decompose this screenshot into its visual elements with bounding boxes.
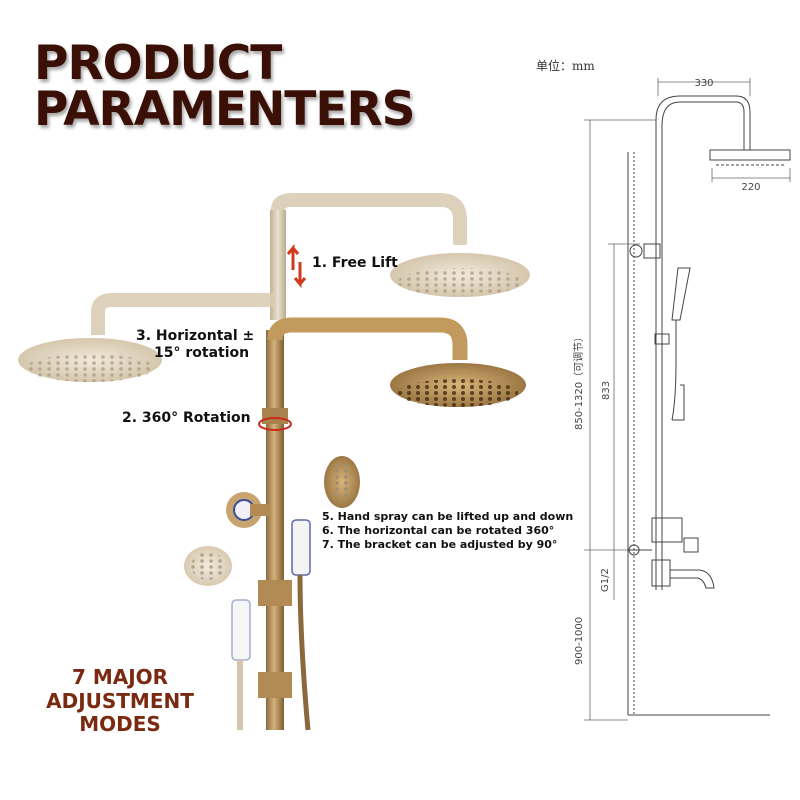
hand-spray-ghost (184, 546, 251, 730)
label-horizontal-1: 3. Horizontal ± (136, 328, 255, 344)
lifted-arm-ghost (270, 193, 530, 320)
label-rotation: 2. 360° Rotation (122, 410, 251, 426)
label-hand-spray: 5. Hand spray can be lifted up and down (322, 510, 574, 523)
modes-line-3: MODES (79, 712, 161, 737)
dim-thread: G1/2 (600, 568, 611, 592)
dim-bottom-height: 900-1000 (574, 617, 585, 665)
label-horizontal-rotate: 6. The horizontal can be rotated 360° (322, 524, 555, 537)
label-bracket: 7. The bracket can be adjusted by 90° (322, 538, 558, 551)
title-line-2: PARAMENTERS (34, 82, 415, 137)
modes-line-2: ADJUSTMENT (46, 688, 194, 713)
modes-line-1: 7 MAJOR (71, 665, 169, 689)
lift-arrows-icon (286, 243, 307, 289)
hand-spray (291, 456, 360, 731)
label-free-lift: 1. Free Lift (312, 255, 398, 271)
dim-total-height: 850-1320（可调节） (573, 332, 585, 430)
main-riser (226, 317, 526, 730)
dim-220: 220 (741, 182, 760, 193)
dim-833: 833 (601, 381, 612, 400)
label-horizontal-2: 15° rotation (154, 345, 250, 361)
unit-label: 单位：mm (536, 59, 595, 73)
title-line-1: PRODUCT (34, 36, 282, 91)
dim-330: 330 (694, 78, 713, 89)
rotated-arm-ghost (18, 293, 275, 382)
modes-callout: 7 MAJOR ADJUSTMENT MODES (30, 665, 210, 737)
